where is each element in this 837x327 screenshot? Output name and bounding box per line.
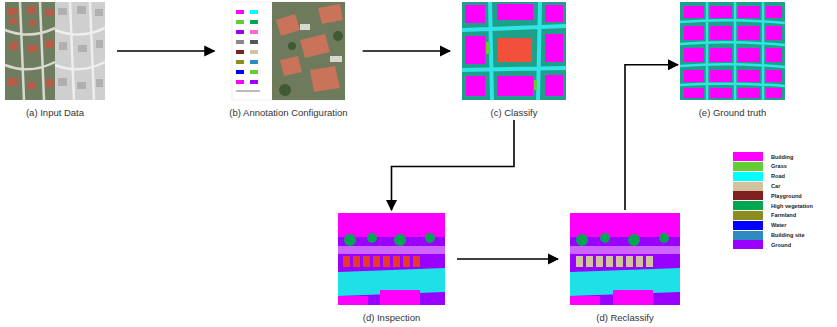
legend-swatch (733, 221, 763, 230)
flow-arrow (392, 120, 515, 210)
legend-label: Building (771, 154, 823, 160)
legend-swatch (733, 162, 763, 171)
legend-swatch (733, 240, 763, 249)
annotation-tool (232, 2, 345, 100)
legend-swatch (733, 211, 763, 220)
panel-caption: (d) Inspection (363, 311, 421, 325)
legend-swatch (733, 152, 763, 161)
legend-row: Road (733, 172, 833, 181)
reclassify-view (570, 213, 680, 305)
legend-label: Ground (771, 242, 823, 248)
flow-arrow (117, 50, 214, 52)
legend-row: Playground (733, 191, 833, 200)
legend-label: High vegetation (771, 203, 823, 209)
ground-truth-map (680, 2, 785, 100)
legend-swatch (733, 201, 763, 210)
panel-caption: (e) Ground truth (699, 106, 767, 120)
legend-swatch (733, 182, 763, 191)
legend-row: Water (733, 221, 833, 230)
classified-map (462, 2, 566, 100)
image-panel: (d) Reclassify (570, 213, 680, 325)
inspection-view (338, 213, 445, 305)
legend: BuildingGrassRoadCarPlaygroundHigh veget… (733, 152, 833, 250)
legend-row: Ground (733, 240, 833, 249)
panel-caption: (c) Classify (491, 106, 538, 120)
input-aerial (5, 2, 105, 100)
image-panel: (a) Input Data (5, 2, 105, 120)
legend-swatch (733, 172, 763, 181)
image-panel: (e) Ground truth (680, 2, 785, 120)
legend-swatch (733, 231, 763, 240)
legend-row: Building (733, 152, 833, 161)
flow-arrow (625, 65, 678, 210)
legend-row: Grass (733, 162, 833, 171)
legend-label: Water (771, 222, 823, 228)
legend-label: Building site (771, 232, 823, 238)
panel-caption: (b) Annotation Configuration (229, 106, 347, 120)
image-panel: (d) Inspection (338, 213, 445, 325)
legend-row: High vegetation (733, 201, 833, 210)
panel-caption: (a) Input Data (26, 106, 84, 120)
legend-row: Building site (733, 230, 833, 239)
legend-label: Car (771, 183, 823, 189)
legend-label: Road (771, 173, 823, 179)
flow-arrow (457, 258, 558, 260)
panel-caption: (d) Reclassify (596, 311, 654, 325)
image-panel: (c) Classify (462, 2, 566, 120)
legend-swatch (733, 191, 763, 200)
legend-label: Grass (771, 163, 823, 169)
legend-label: Farmland (771, 212, 823, 218)
flow-arrow (363, 50, 450, 52)
legend-row: Car (733, 181, 833, 190)
legend-row: Farmland (733, 211, 833, 220)
legend-label: Playground (771, 193, 823, 199)
image-panel: (b) Annotation Configuration (226, 2, 350, 120)
